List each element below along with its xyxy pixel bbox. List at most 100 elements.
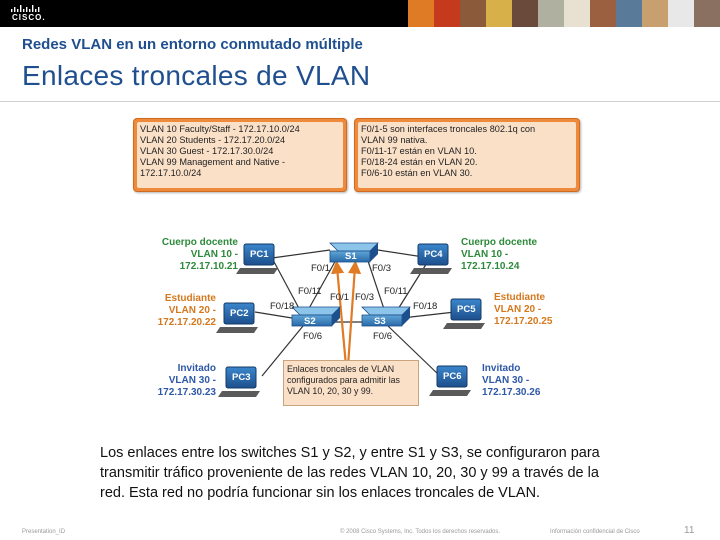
port-label: F0/6 <box>373 331 393 342</box>
callout-line: Enlaces troncales de VLAN <box>287 364 395 374</box>
pc-icon <box>236 243 278 274</box>
header-photo-tile <box>460 0 486 27</box>
group-ip: 172.17.20.25 <box>494 316 553 327</box>
port-info-line: F0/11-17 están en VLAN 10. <box>361 146 477 156</box>
group-ip: 172.17.30.23 <box>157 387 216 398</box>
group-ip: 172.17.10.24 <box>461 261 520 272</box>
title-divider <box>0 101 720 102</box>
header-photo-tile <box>616 0 642 27</box>
trunk-arrow-s1-s2 <box>331 260 348 367</box>
pc-label: PC6 <box>443 371 462 382</box>
faculty-left-label: Cuerpo docente VLAN 10 - 172.17.10.21 <box>148 237 238 273</box>
cisco-bridge-icon <box>11 5 40 12</box>
slide-subtitle: Redes VLAN en un entorno conmutado múlti… <box>22 36 363 53</box>
body-text-line: transmitir tráfico proveniente de las re… <box>100 465 599 481</box>
student-right-label: Estudiante VLAN 20 - 172.17.20.25 <box>494 292 552 328</box>
vlan-info-line: VLAN 10 Faculty/Staff - 172.17.10.0/24 <box>140 124 300 134</box>
group-vlan: VLAN 30 - <box>482 375 530 386</box>
guest-right-label: Invitado VLAN 30 - 172.17.30.26 <box>482 363 540 399</box>
group-vlan: VLAN 30 - <box>168 375 216 386</box>
group-name: Invitado <box>177 363 216 374</box>
pc-icon <box>410 243 452 274</box>
link-s1-s3 <box>366 257 386 313</box>
group-vlan: VLAN 20 - <box>168 305 216 316</box>
header-photo-tile <box>642 0 668 27</box>
group-name: Cuerpo docente <box>161 237 238 248</box>
header-photo-tile <box>486 0 512 27</box>
link-pc2-s2 <box>254 311 293 319</box>
body-text-line: Los enlaces entre los switches S1 y S2, … <box>100 445 600 461</box>
switch-label: S2 <box>304 316 316 327</box>
port-label: F0/6 <box>303 331 323 342</box>
port-label: F0/11 <box>298 286 322 297</box>
port-info-box: F0/1-5 son interfaces troncales 802.1q c… <box>354 118 580 192</box>
port-label: F0/3 <box>372 263 392 274</box>
header-photo-tile <box>694 0 720 27</box>
port-label: F0/18 <box>270 301 295 312</box>
port-label: F0/18 <box>413 301 438 312</box>
link-pc3-s2 <box>261 325 304 377</box>
link-pc1-s1 <box>271 249 331 259</box>
group-name: Cuerpo docente <box>461 237 538 248</box>
port-label: F0/11 <box>384 286 408 297</box>
cisco-logo: CISCO. <box>8 4 48 24</box>
port-info-line: F0/6-10 están en VLAN 30. <box>361 168 473 178</box>
group-ip: 172.17.30.26 <box>482 387 541 398</box>
vlan-info-box: VLAN 10 Faculty/Staff - 172.17.10.0/24 V… <box>133 118 347 192</box>
header-photo-tile <box>434 0 460 27</box>
header-photo-tile <box>408 0 434 27</box>
group-ip: 172.17.10.21 <box>179 261 238 272</box>
group-vlan: VLAN 10 - <box>461 249 509 260</box>
footer-presentation-id: Presentation_ID <box>22 529 66 535</box>
pc-label: PC4 <box>424 249 443 260</box>
port-info-line: VLAN 99 nativa. <box>361 135 428 145</box>
vlan-info-line: VLAN 20 Students - 172.17.20.0/24 <box>140 135 286 145</box>
port-label: F0/3 <box>355 292 375 303</box>
pc-icon <box>216 302 258 333</box>
header-photo-tile <box>538 0 564 27</box>
student-left-label: Estudiante VLAN 20 - 172.17.20.22 <box>126 293 216 329</box>
page-number: 11 <box>684 525 695 536</box>
switch-icon <box>329 242 379 263</box>
group-vlan: VLAN 20 - <box>494 304 542 315</box>
footer-confidential: Información confidencial de Cisco <box>550 529 640 535</box>
port-info-line: F0/1-5 son interfaces troncales 802.1q c… <box>361 124 536 134</box>
header-photo-tile <box>512 0 538 27</box>
group-name: Invitado <box>482 363 521 374</box>
group-name: Estudiante <box>494 292 546 303</box>
pc-label: PC3 <box>232 372 251 383</box>
header-photo-tile <box>590 0 616 27</box>
vlan-info-line: VLAN 30 Guest - 172.17.30.0/24 <box>140 146 274 156</box>
pc-label: PC5 <box>457 304 476 315</box>
header-photo-strip <box>408 0 720 27</box>
switch-label: S3 <box>374 316 386 327</box>
footer-copyright: © 2008 Cisco Systems, Inc. Todos los der… <box>340 529 501 535</box>
link-pc5-s3 <box>401 311 456 319</box>
header-photo-tile <box>564 0 590 27</box>
group-vlan: VLAN 10 - <box>190 249 238 260</box>
callout-line: VLAN 10, 20, 30 y 99. <box>287 386 374 396</box>
faculty-right-label: Cuerpo docente VLAN 10 - 172.17.10.24 <box>461 237 537 273</box>
callout-line: configurados para admitir las <box>287 375 400 385</box>
switch-icon <box>291 306 341 327</box>
header-photo-tile <box>668 0 694 27</box>
link-pc6-s3 <box>387 325 441 377</box>
slide-title: Enlaces troncales de VLAN <box>22 60 371 91</box>
link-pc1-s2 <box>271 257 303 315</box>
header-bar: CISCO. <box>0 0 720 27</box>
port-label: F0/1 <box>330 292 350 303</box>
pc-label: PC2 <box>230 308 249 319</box>
vlan-info-line: VLAN 99 Management and Native - <box>140 157 286 167</box>
group-ip: 172.17.20.22 <box>157 317 216 328</box>
trunk-arrow-s1-s3 <box>346 260 362 367</box>
guest-left-label: Invitado VLAN 30 - 172.17.30.23 <box>126 363 216 399</box>
port-info-line: F0/18-24 están en VLAN 20. <box>361 157 478 167</box>
trunk-callout: Enlaces troncales de VLAN configurados p… <box>283 360 419 406</box>
port-label: F0/1 <box>311 263 331 274</box>
pc-icon <box>429 365 471 396</box>
vlan-info-line: 172.17.10.0/24 <box>140 168 202 178</box>
switch-icon <box>361 306 411 327</box>
link-pc4-s3 <box>394 257 431 315</box>
logo-text: CISCO. <box>12 13 46 22</box>
